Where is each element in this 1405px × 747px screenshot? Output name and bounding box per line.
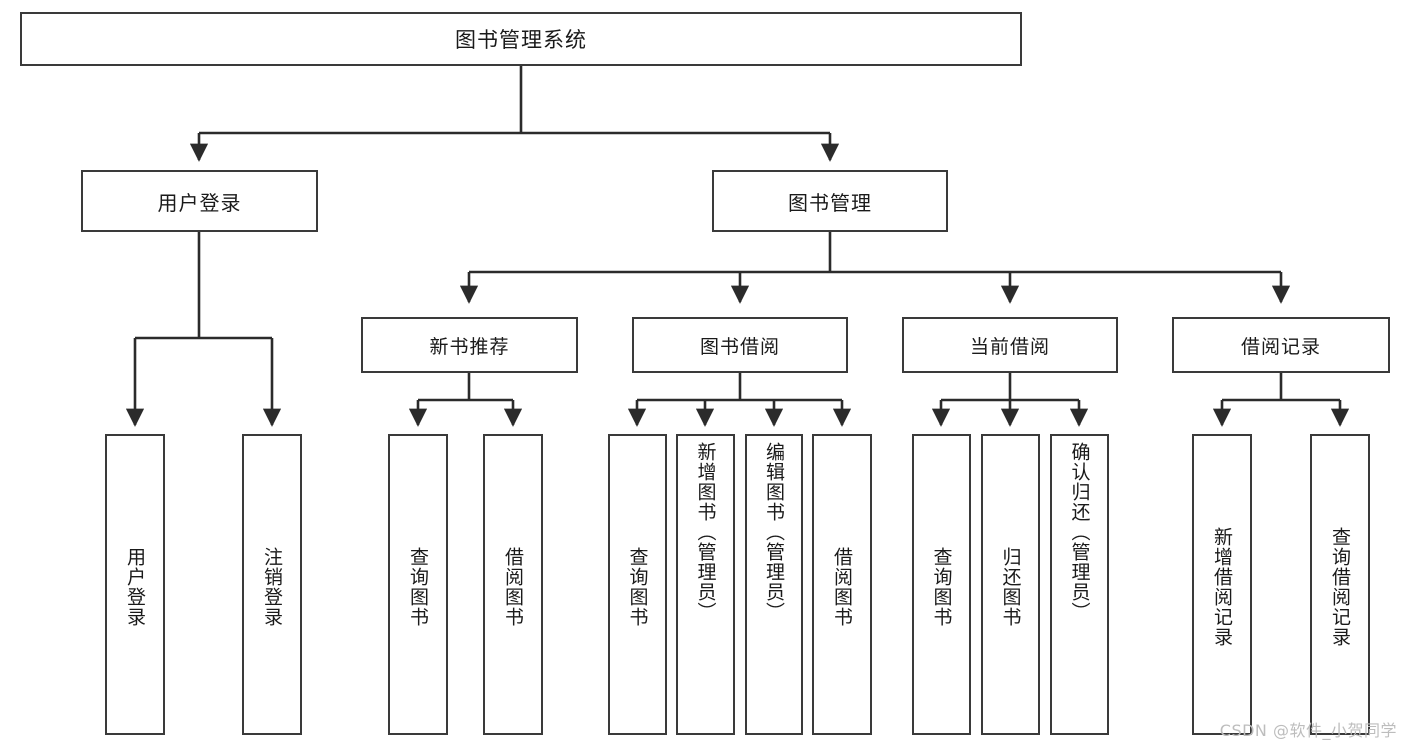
- node-leaf-query-record[interactable]: 查询借阅记录: [1310, 434, 1370, 735]
- node-leaf-borrow-book-2[interactable]: 借阅图书: [812, 434, 872, 735]
- node-book-borrow-label: 图书借阅: [699, 335, 780, 358]
- node-user-login-label: 用户登录: [157, 190, 242, 215]
- node-leaf-query-book-3-label: 查询图书: [930, 546, 953, 627]
- node-leaf-borrow-book-1[interactable]: 借阅图书: [483, 434, 543, 735]
- node-leaf-user-login[interactable]: 用户登录: [105, 434, 165, 735]
- node-new-book-recommend[interactable]: 新书推荐: [361, 317, 578, 373]
- leaf-query-book-3-inner: 查询图书: [914, 440, 969, 733]
- node-current-borrow-label: 当前借阅: [969, 335, 1050, 358]
- node-leaf-add-book-label: 新增图书（管理员）: [694, 442, 717, 622]
- leaf-borrow-book-2-inner: 借阅图书: [814, 440, 870, 733]
- node-book-manage-label: 图书管理: [788, 190, 872, 215]
- leaf-logout-login-inner: 注销登录: [244, 440, 300, 733]
- node-user-login[interactable]: 用户登录: [81, 170, 318, 232]
- node-leaf-query-book-2-label: 查询图书: [626, 546, 649, 627]
- node-leaf-add-record[interactable]: 新增借阅记录: [1192, 434, 1252, 735]
- leaf-borrow-book-1-inner: 借阅图书: [485, 440, 541, 733]
- leaf-confirm-return-inner: 确认归还（管理员）: [1052, 440, 1107, 735]
- node-leaf-edit-book[interactable]: 编辑图书（管理员）: [745, 434, 803, 735]
- node-borrow-record[interactable]: 借阅记录: [1172, 317, 1390, 373]
- leaf-add-record-inner: 新增借阅记录: [1194, 440, 1250, 733]
- csdn-watermark: CSDN @软件_小贺同学: [1219, 721, 1397, 740]
- node-root-label: 图书管理系统: [455, 28, 587, 52]
- node-leaf-return-book-label: 归还图书: [999, 546, 1022, 627]
- node-leaf-confirm-return[interactable]: 确认归还（管理员）: [1050, 434, 1109, 735]
- node-root[interactable]: 图书管理系统: [20, 12, 1022, 66]
- node-leaf-query-record-label: 查询借阅记录: [1329, 526, 1352, 647]
- node-leaf-edit-book-label: 编辑图书（管理员）: [763, 442, 786, 622]
- node-leaf-logout-login[interactable]: 注销登录: [242, 434, 302, 735]
- leaf-query-record-inner: 查询借阅记录: [1312, 440, 1368, 733]
- node-leaf-query-book-1[interactable]: 查询图书: [388, 434, 448, 735]
- leaf-edit-book-inner: 编辑图书（管理员）: [747, 440, 801, 735]
- leaf-query-book-1-inner: 查询图书: [390, 440, 446, 733]
- node-leaf-borrow-book-1-label: 借阅图书: [502, 546, 525, 627]
- leaf-user-login-inner: 用户登录: [107, 440, 163, 733]
- leaf-return-book-inner: 归还图书: [983, 440, 1038, 733]
- node-leaf-add-book[interactable]: 新增图书（管理员）: [676, 434, 735, 735]
- node-leaf-query-book-1-label: 查询图书: [407, 546, 430, 627]
- node-book-borrow[interactable]: 图书借阅: [632, 317, 848, 373]
- node-borrow-record-label: 借阅记录: [1240, 335, 1321, 358]
- leaf-query-book-2-inner: 查询图书: [610, 440, 665, 733]
- node-leaf-borrow-book-2-label: 借阅图书: [831, 546, 854, 627]
- node-leaf-user-login-label: 用户登录: [124, 546, 147, 627]
- node-current-borrow[interactable]: 当前借阅: [902, 317, 1118, 373]
- node-new-book-recommend-label: 新书推荐: [429, 335, 510, 358]
- node-leaf-add-record-label: 新增借阅记录: [1211, 526, 1234, 647]
- node-book-manage[interactable]: 图书管理: [712, 170, 948, 232]
- node-leaf-confirm-return-label: 确认归还（管理员）: [1068, 442, 1091, 622]
- leaf-add-book-inner: 新增图书（管理员）: [678, 440, 733, 735]
- node-leaf-query-book-2[interactable]: 查询图书: [608, 434, 667, 735]
- node-leaf-return-book[interactable]: 归还图书: [981, 434, 1040, 735]
- node-leaf-logout-login-label: 注销登录: [261, 546, 284, 627]
- node-leaf-query-book-3[interactable]: 查询图书: [912, 434, 971, 735]
